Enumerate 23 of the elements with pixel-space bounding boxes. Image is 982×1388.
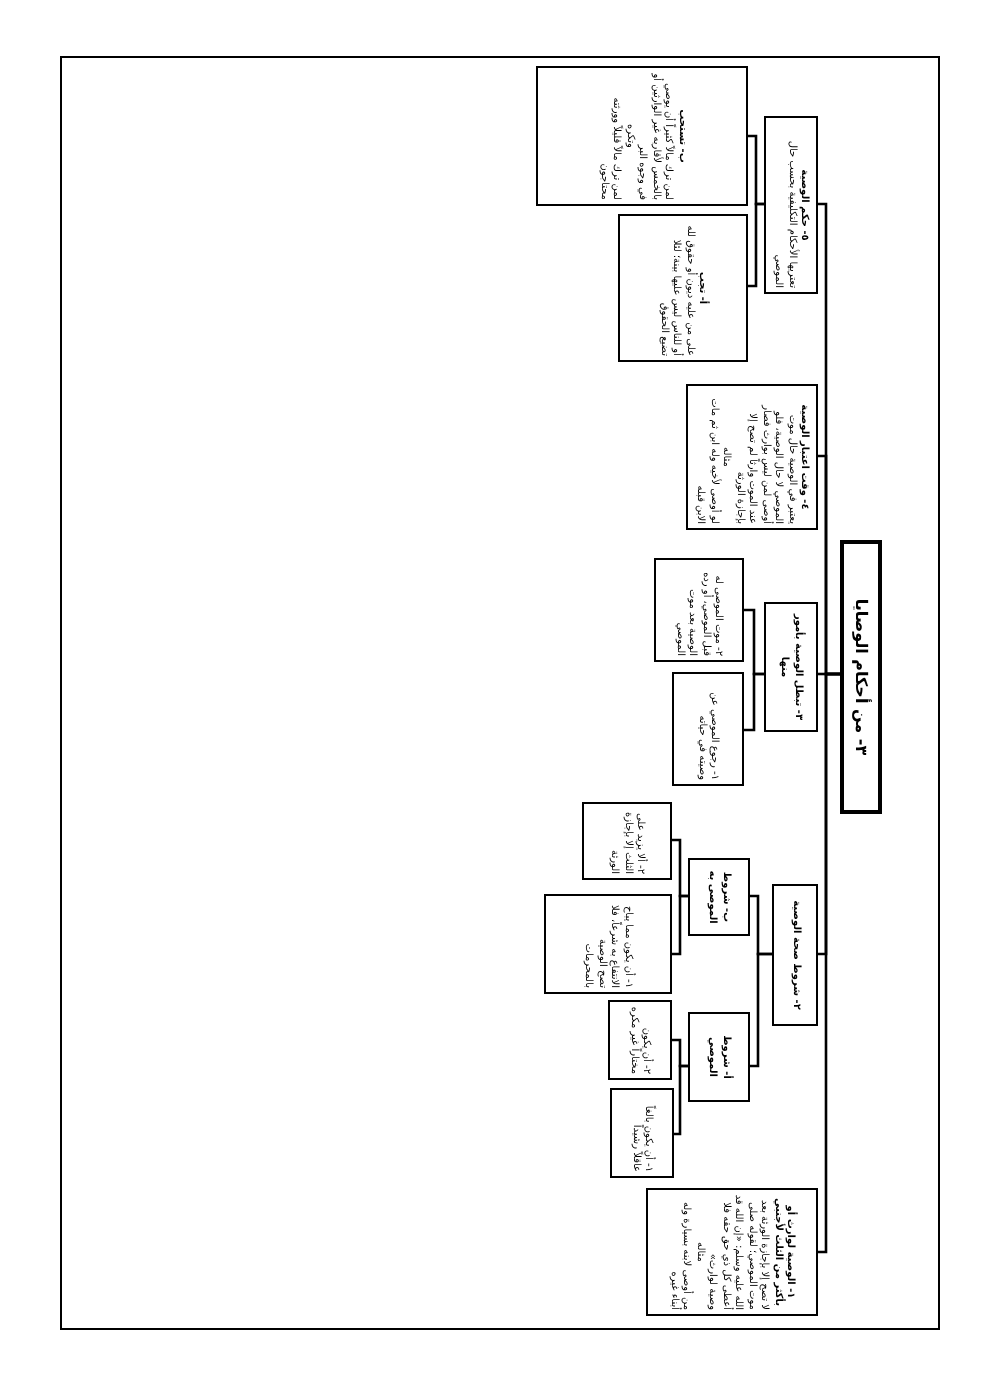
topic-box [772, 884, 818, 1026]
topic-box [544, 894, 672, 994]
topic-box [610, 1088, 674, 1178]
title-text: ٣- من أحكام الوصايا [851, 596, 871, 760]
topic-box [618, 214, 748, 362]
connector-line [672, 1038, 688, 1068]
topic-box [764, 602, 818, 732]
topic-box [536, 66, 748, 206]
connector-line [672, 838, 688, 898]
connector-line [748, 134, 764, 206]
topic-box [688, 858, 750, 936]
topic-box [582, 802, 672, 880]
connector-line [818, 202, 840, 676]
topic-box [608, 1000, 672, 1080]
topic-box [672, 672, 744, 786]
connector-line [744, 608, 764, 676]
topic-box [654, 558, 744, 662]
connector-line [750, 894, 772, 956]
topic-box [686, 384, 818, 530]
topic-box [688, 1012, 750, 1102]
topic-box [646, 1188, 818, 1316]
title-box [840, 540, 882, 814]
topic-box [764, 116, 818, 294]
